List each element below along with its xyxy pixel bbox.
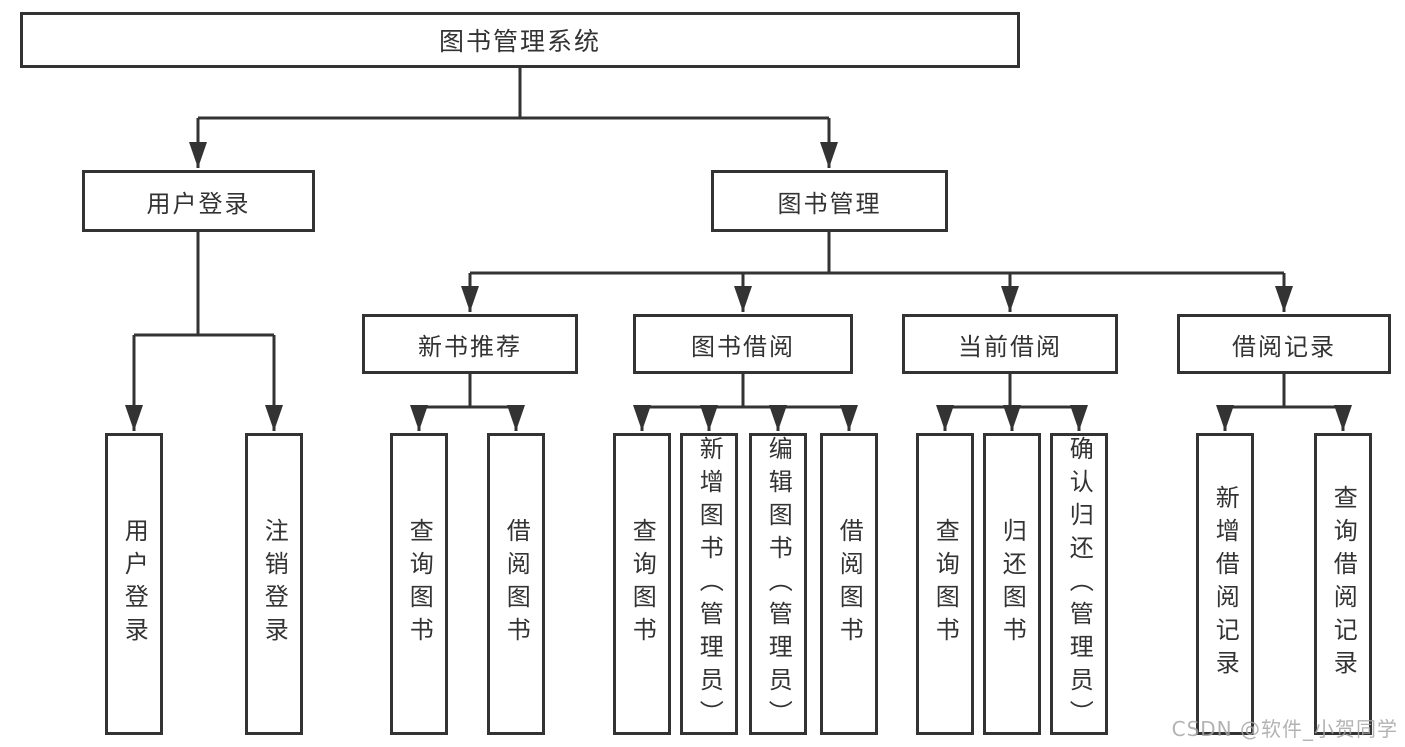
leaf-borrow-books: 借阅图书 bbox=[820, 433, 878, 735]
node-book-borrow: 图书借阅 bbox=[633, 314, 853, 374]
leaf-logout: 注销登录 bbox=[245, 433, 303, 735]
leaf-borrow-books-recommend: 借阅图书 bbox=[487, 433, 545, 735]
leaf-query-books-borrow: 查询图书 bbox=[613, 433, 671, 735]
node-user-login: 用户登录 bbox=[82, 170, 315, 232]
leaf-query-books-current: 查询图书 bbox=[916, 433, 974, 735]
node-book-management-system: 图书管理系统 bbox=[20, 12, 1020, 68]
leaf-confirm-return-admin: 确认归还（管理员） bbox=[1050, 433, 1108, 735]
leaf-return-book: 归还图书 bbox=[983, 433, 1041, 735]
watermark: CSDN @软件_小贺同学 bbox=[1171, 717, 1398, 741]
leaf-user-login: 用户登录 bbox=[105, 433, 163, 735]
node-new-book-recommend: 新书推荐 bbox=[362, 314, 578, 374]
leaf-add-book-admin: 新增图书（管理员） bbox=[680, 433, 738, 735]
leaf-edit-book-admin: 编辑图书（管理员） bbox=[749, 433, 807, 735]
node-book-management: 图书管理 bbox=[711, 170, 948, 232]
node-current-borrow: 当前借阅 bbox=[902, 314, 1118, 374]
node-borrow-records: 借阅记录 bbox=[1177, 314, 1391, 374]
leaf-query-borrow-record: 查询借阅记录 bbox=[1314, 433, 1372, 735]
leaf-add-borrow-record: 新增借阅记录 bbox=[1196, 433, 1254, 735]
leaf-query-books-recommend: 查询图书 bbox=[390, 433, 448, 735]
